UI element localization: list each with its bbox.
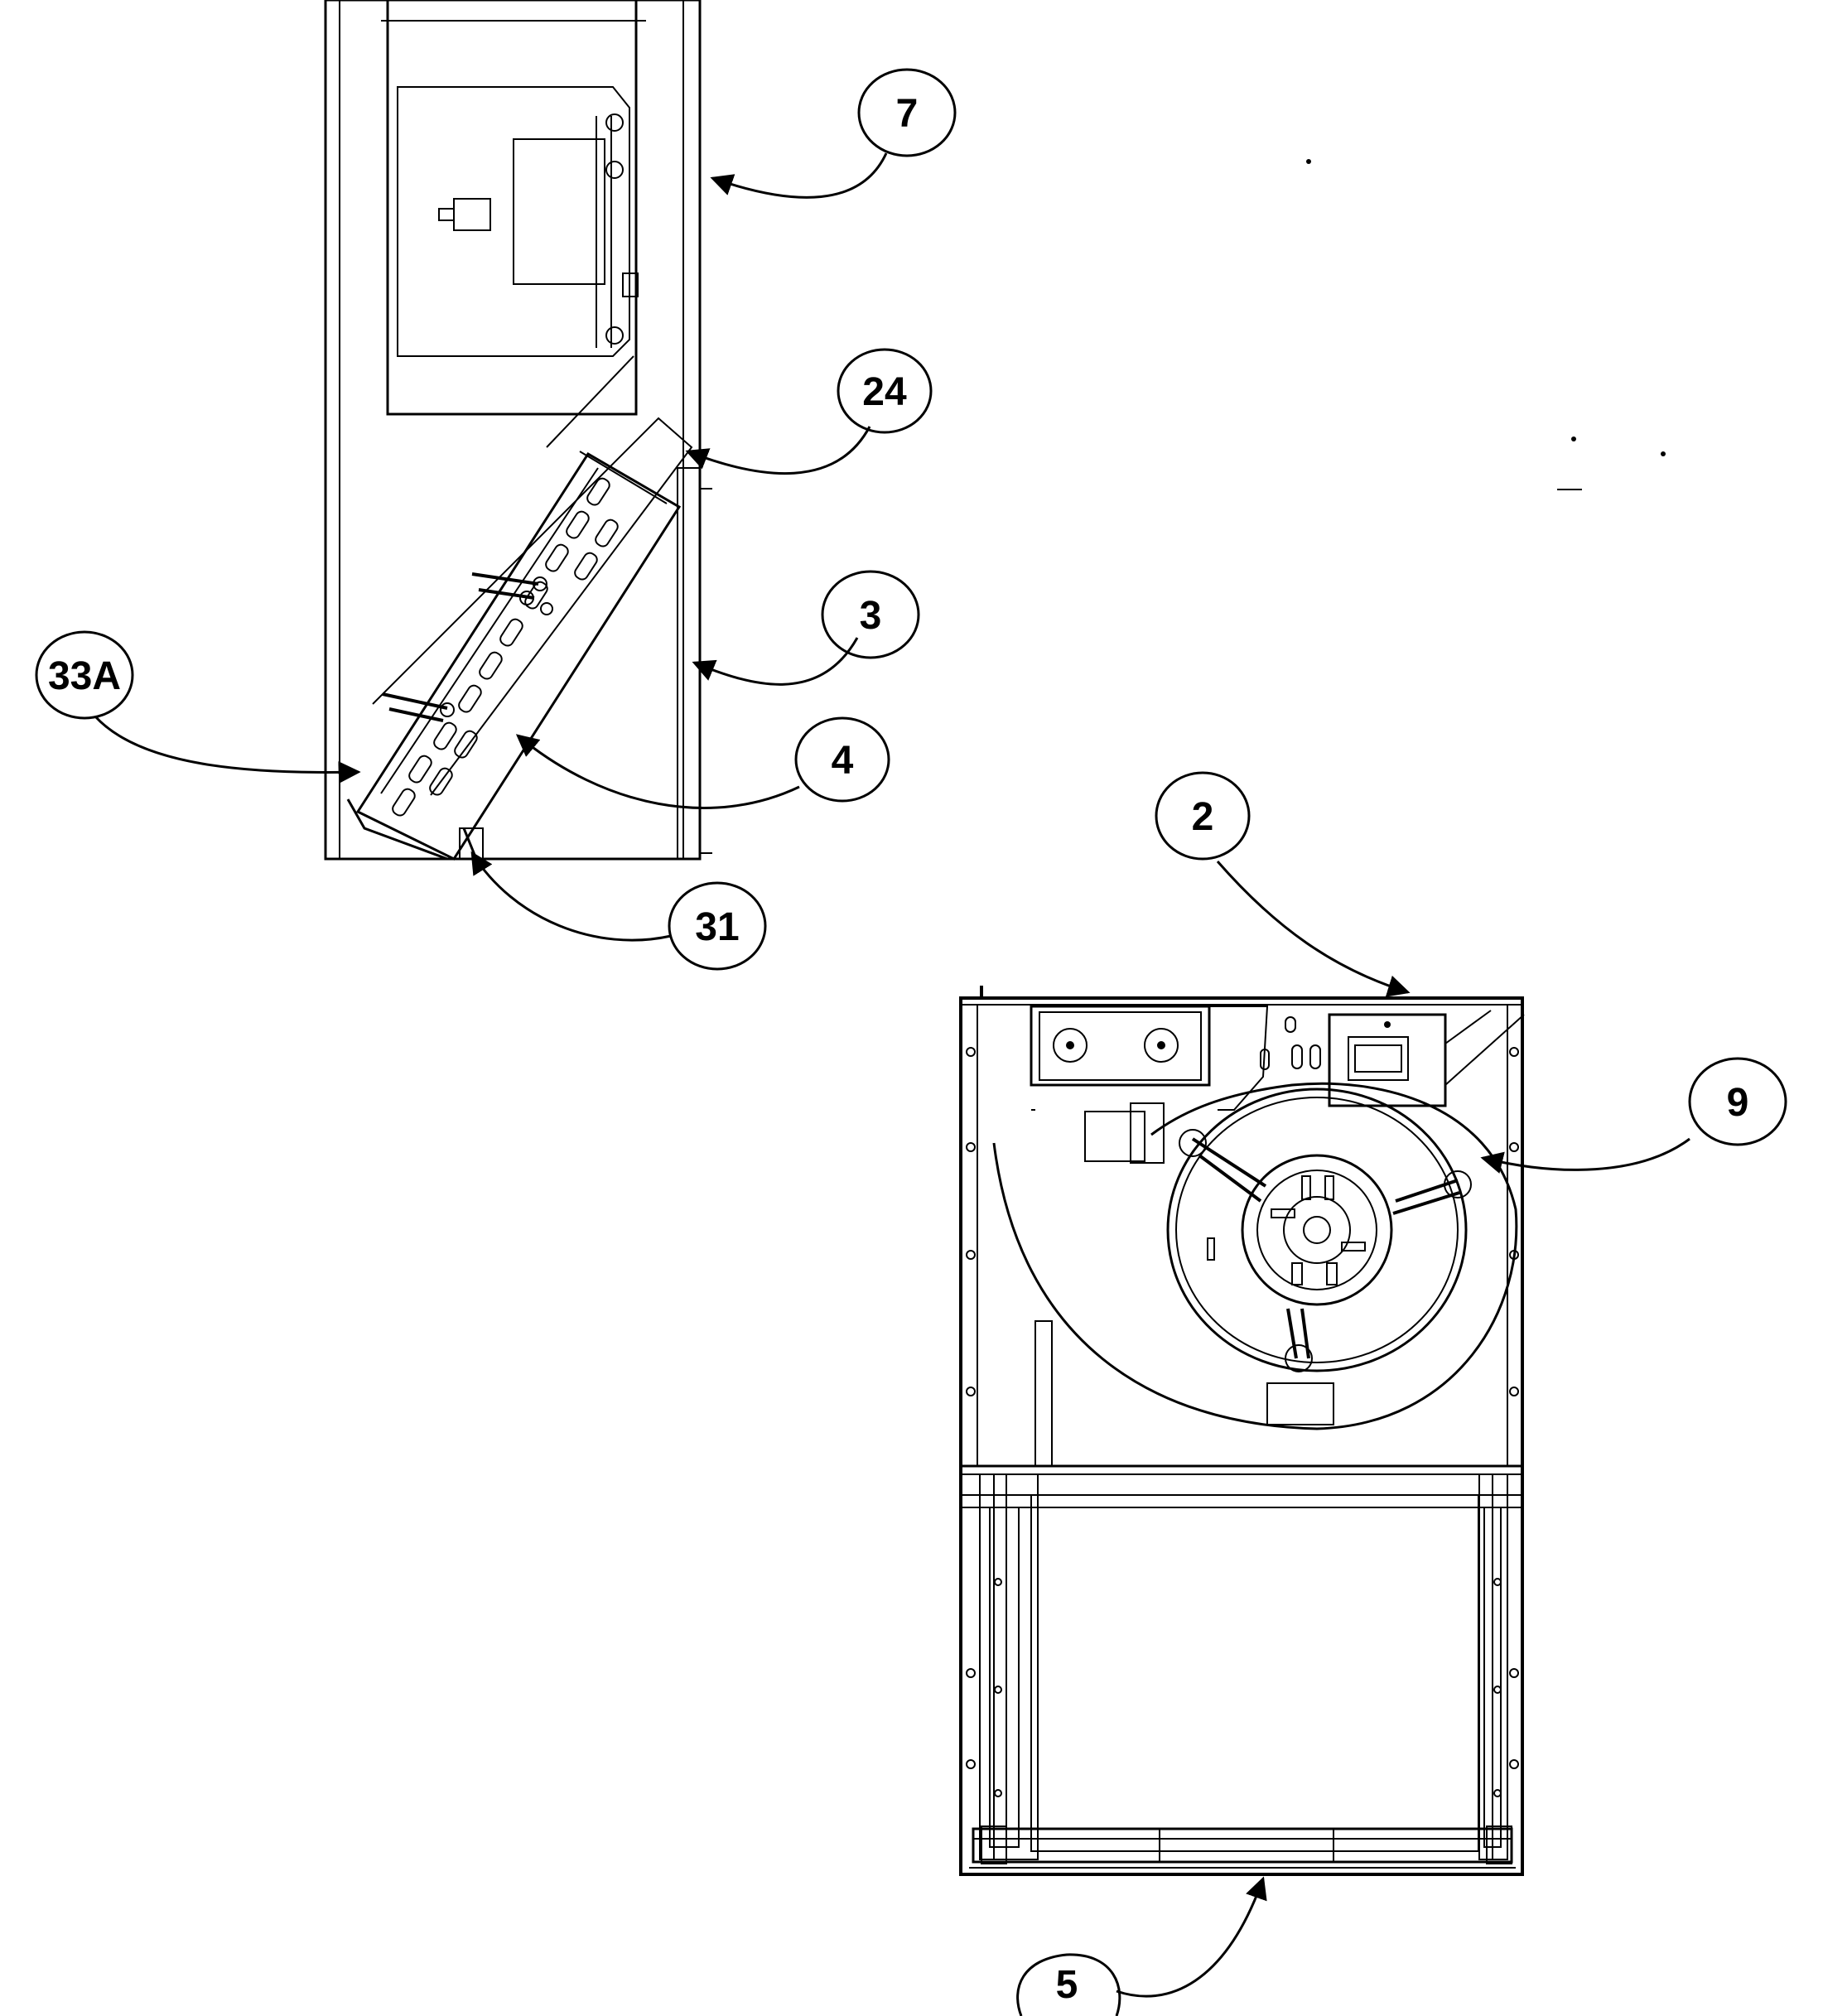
leader-7 xyxy=(710,152,888,199)
evaporator-coil-side xyxy=(355,417,693,861)
callout-3: 3 xyxy=(821,570,920,659)
blower-wheel-front xyxy=(992,1082,1518,1467)
leader-31 xyxy=(470,851,672,942)
callout-5: 5 xyxy=(1016,1953,1121,2016)
front-cabinet-outline xyxy=(959,996,1524,1876)
leader-33a xyxy=(94,715,361,784)
callout-3-label: 3 xyxy=(860,594,882,638)
callout-31: 31 xyxy=(668,881,767,971)
leader-5 xyxy=(1116,1876,1267,1998)
scan-specks xyxy=(1306,159,1666,490)
leader-24 xyxy=(685,426,871,475)
drain-pan-side xyxy=(346,798,484,861)
callout-2-label: 2 xyxy=(1192,795,1214,839)
callout-7: 7 xyxy=(857,68,957,157)
transformer-box xyxy=(1328,1010,1525,1107)
control-panel xyxy=(1030,1005,1321,1111)
callout-33a: 33A xyxy=(35,630,134,720)
callout-5-label: 5 xyxy=(1056,1963,1078,2007)
callout-9-label: 9 xyxy=(1727,1081,1749,1125)
callout-4: 4 xyxy=(794,716,890,803)
callout-24: 24 xyxy=(837,348,933,434)
leader-3 xyxy=(692,637,859,686)
callout-2: 2 xyxy=(1155,771,1251,861)
side-cabinet-outline xyxy=(324,0,702,861)
callout-7-label: 7 xyxy=(896,92,919,136)
leader-4 xyxy=(515,734,800,809)
side-view xyxy=(324,0,712,861)
callout-31-label: 31 xyxy=(695,905,739,949)
leader-9 xyxy=(1480,1137,1690,1174)
callout-9: 9 xyxy=(1688,1057,1787,1146)
filter-section xyxy=(961,1464,1524,1876)
callout-4-label: 4 xyxy=(832,739,854,783)
leader-lines xyxy=(94,152,1690,1998)
callout-33a-label: 33A xyxy=(48,654,121,698)
leader-2 xyxy=(1216,861,1411,997)
callout-24-label: 24 xyxy=(862,370,907,414)
blower-assembly-side xyxy=(381,0,646,448)
front-view xyxy=(959,986,1525,1876)
